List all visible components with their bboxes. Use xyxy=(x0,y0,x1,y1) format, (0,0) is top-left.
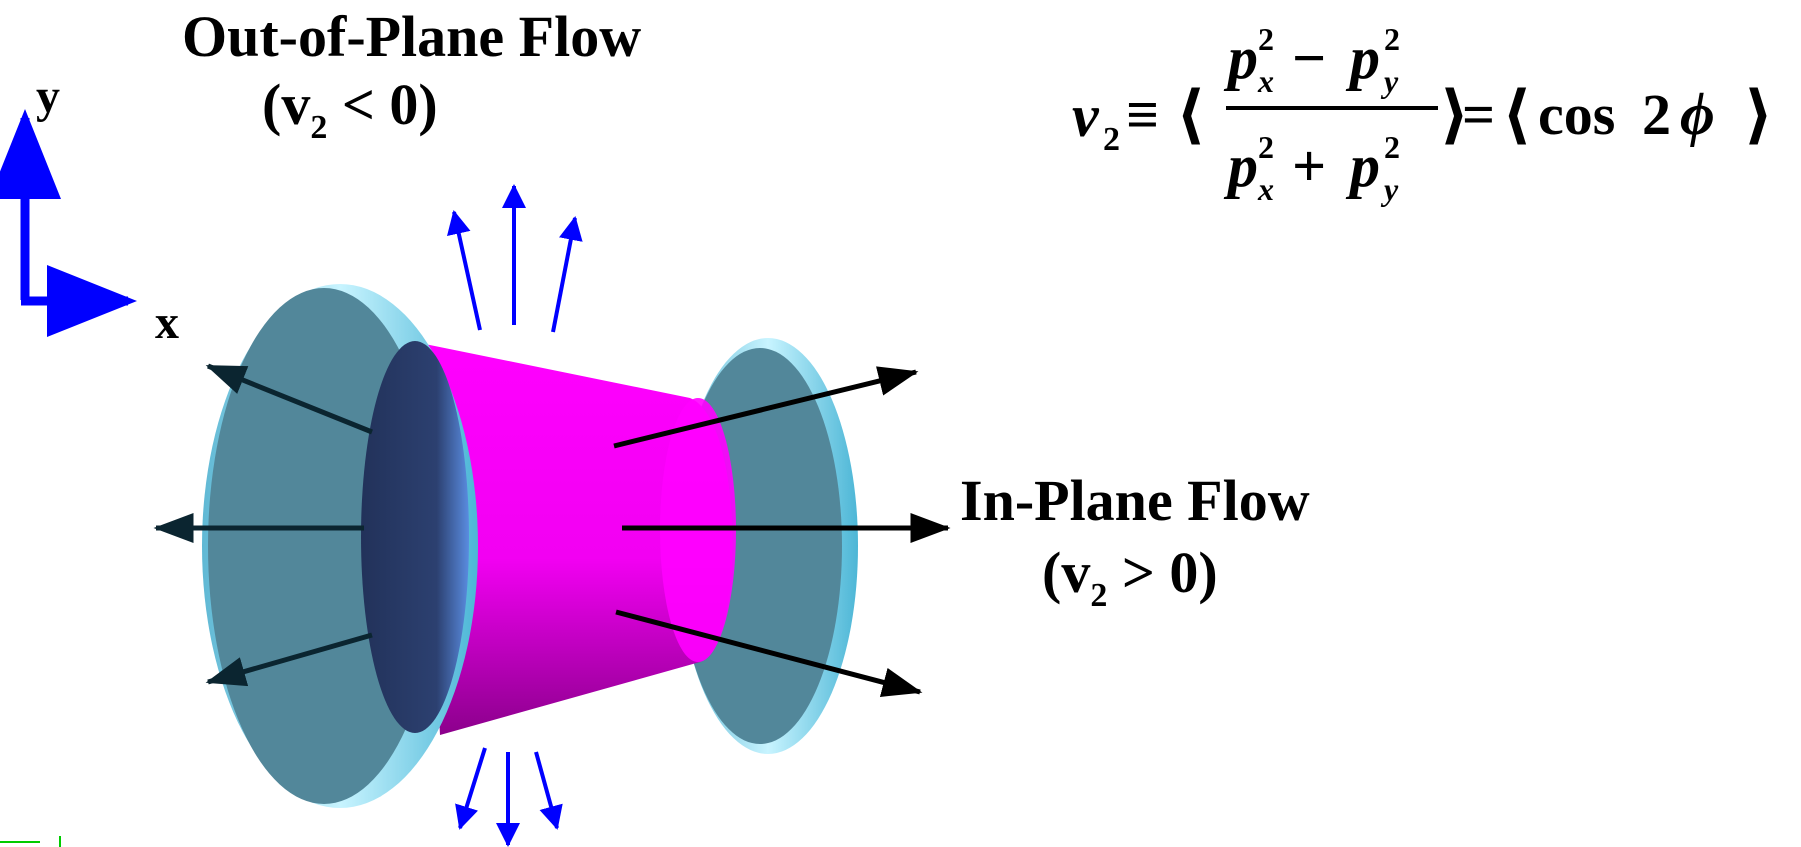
eq-equiv: ≡ xyxy=(1126,82,1159,147)
eq-den-p1: p xyxy=(1223,133,1258,199)
eq-num-p1-sup: 2 xyxy=(1258,21,1274,57)
eq-num-p1: p xyxy=(1223,25,1258,91)
eq-den-plus: + xyxy=(1292,133,1326,199)
eq-den-p1-sup: 2 xyxy=(1258,129,1274,165)
eq-lhs-v: v xyxy=(1072,83,1100,149)
eq-den-p2: p xyxy=(1345,133,1380,199)
eq-den-p2-sub: y xyxy=(1380,171,1399,207)
out-of-plane-arrows-up xyxy=(454,186,575,332)
eq-equals: = xyxy=(1462,82,1495,147)
out-of-plane-title: Out-of-Plane Flow xyxy=(182,4,641,69)
eq-num-p2-sub: y xyxy=(1380,63,1399,99)
eq-num-p2: p xyxy=(1345,25,1380,91)
left-disk xyxy=(156,284,478,808)
in-plane-condition: (v2 > 0) xyxy=(1042,540,1218,614)
eq-num-p1-sub: x xyxy=(1257,63,1274,99)
eq-langle-2: ⟨ xyxy=(1502,79,1531,150)
condition-subscript: 2 xyxy=(310,109,327,146)
blue-arrow-down-left xyxy=(460,748,485,828)
eq-num-p2-sup: 2 xyxy=(1384,21,1400,57)
eq-langle-1: ⟨ xyxy=(1176,79,1205,150)
x-axis-label: x xyxy=(155,296,179,349)
in-plane-title: In-Plane Flow xyxy=(960,468,1310,533)
eq-rhs-phi: ϕ xyxy=(1680,81,1715,147)
eq-lhs-sub: 2 xyxy=(1103,121,1120,158)
condition-subscript: 2 xyxy=(1090,577,1107,614)
blue-arrow-up-left xyxy=(454,212,480,330)
out-of-plane-arrows-down xyxy=(460,748,557,845)
eq-rhs-cos: cos xyxy=(1538,82,1615,147)
eq-rangle-2: ⟩ xyxy=(1744,79,1773,150)
v2-definition-equation: v 2 ≡ ⟨ p 2 x − p 2 y p 2 x + p 2 y ⟩ = … xyxy=(1072,21,1773,207)
condition-rest: < 0) xyxy=(327,72,437,137)
blue-arrow-down-right xyxy=(536,752,557,828)
out-of-plane-condition: (v2 < 0) xyxy=(262,72,438,146)
y-axis-label: y xyxy=(36,70,60,123)
eq-den-p2-sup: 2 xyxy=(1384,129,1400,165)
blue-arrow-up-right xyxy=(553,218,575,332)
eq-rhs-two: 2 xyxy=(1642,82,1671,147)
condition-rest: > 0) xyxy=(1107,540,1217,605)
left-disk-inner xyxy=(361,341,469,733)
condition-open: (v xyxy=(1042,540,1090,605)
eq-den-p1-sub: x xyxy=(1257,171,1274,207)
xy-axes-icon: y x xyxy=(21,70,179,349)
eq-num-minus: − xyxy=(1292,25,1326,91)
corner-mark xyxy=(0,836,60,847)
condition-open: (v xyxy=(262,72,310,137)
